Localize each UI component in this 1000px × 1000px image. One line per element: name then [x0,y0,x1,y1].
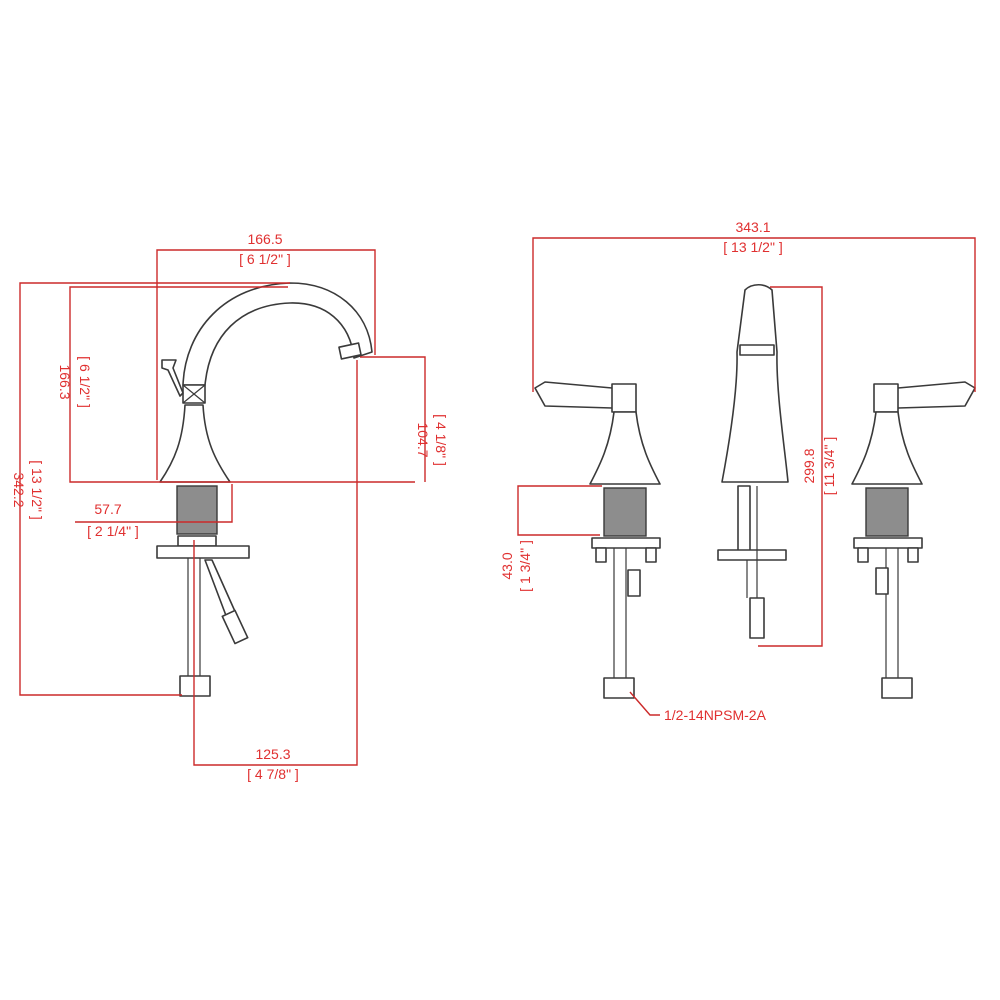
left-clip-left [595,547,607,563]
right-threaded-shank [865,487,909,537]
side-nut [177,535,217,547]
dim-104-7-mm: 104.7 [415,422,431,457]
left-escutcheon [591,537,661,549]
left-body [589,411,661,485]
right-supply-nut [881,677,913,699]
left-supply-nut [603,677,635,699]
front-view-center-spout [717,283,789,639]
side-hose-connector [221,609,249,645]
side-threaded-shank [176,485,218,535]
dim-166-3-inch: [ 6 1/2" ] [77,356,93,408]
center-escutcheon [717,549,787,561]
right-clip-left [857,547,869,563]
right-handle-hub [873,383,899,413]
dim-57-7-mm: 57.7 [94,501,121,517]
side-view-dimensions [19,249,426,766]
right-escutcheon [853,537,923,549]
side-view-labels: 166.5 [ 6 1/2" ] 166.3 [ 6 1/2" ] 342.2 … [11,231,449,782]
dim-166-3-mm: 166.3 [57,364,73,399]
dim-104-7-inch: [ 4 1/8" ] [433,414,449,466]
side-escutcheon [156,545,250,559]
right-connector [875,567,889,595]
side-lever [161,359,184,397]
center-aerator [739,344,775,356]
dim-166-5-inch: [ 6 1/2" ] [239,251,291,267]
front-view-right-handle [851,381,976,699]
dim-125-3-mm: 125.3 [255,746,290,762]
dim-57-7-inch: [ 2 1/4" ] [87,523,139,539]
dim-125-3-inch: [ 4 7/8" ] [247,766,299,782]
front-view-left-handle [534,381,661,699]
dim-343-1-inch: [ 13 1/2" ] [723,239,782,255]
side-view-faucet [156,282,373,697]
dim-342-2-mm: 342.2 [11,472,27,507]
center-hose-connector [749,597,765,639]
dim-343-1-mm: 343.1 [735,219,770,235]
right-clip-right [907,547,919,563]
left-connector [627,569,641,597]
dim-299-8-inch: [ 11 3/4" ] [821,437,837,495]
spout [182,282,373,386]
connection-thread-label: 1/2-14NPSM-2A [664,707,767,723]
center-spout [721,283,789,483]
right-body [851,411,923,485]
dim-166-5-mm: 166.5 [247,231,282,247]
front-view-labels: 343.1 [ 13 1/2" ] 299.8 [ 11 3/4" ] 43.0… [499,219,837,723]
left-clip-right [645,547,657,563]
left-threaded-shank [603,487,647,537]
left-handle-hub [611,383,637,413]
side-body [159,404,231,483]
dim-299-8-mm: 299.8 [801,448,817,483]
dim-43-0-mm: 43.0 [499,552,515,579]
aerator [338,342,362,360]
front-view-dimensions [517,237,976,716]
center-pop-up-rod [737,485,751,557]
dim-342-2-inch: [ 13 1/2" ] [29,460,45,519]
side-supply-nut [179,675,211,697]
dim-43-0-inch: [ 1 3/4" ] [517,540,533,592]
